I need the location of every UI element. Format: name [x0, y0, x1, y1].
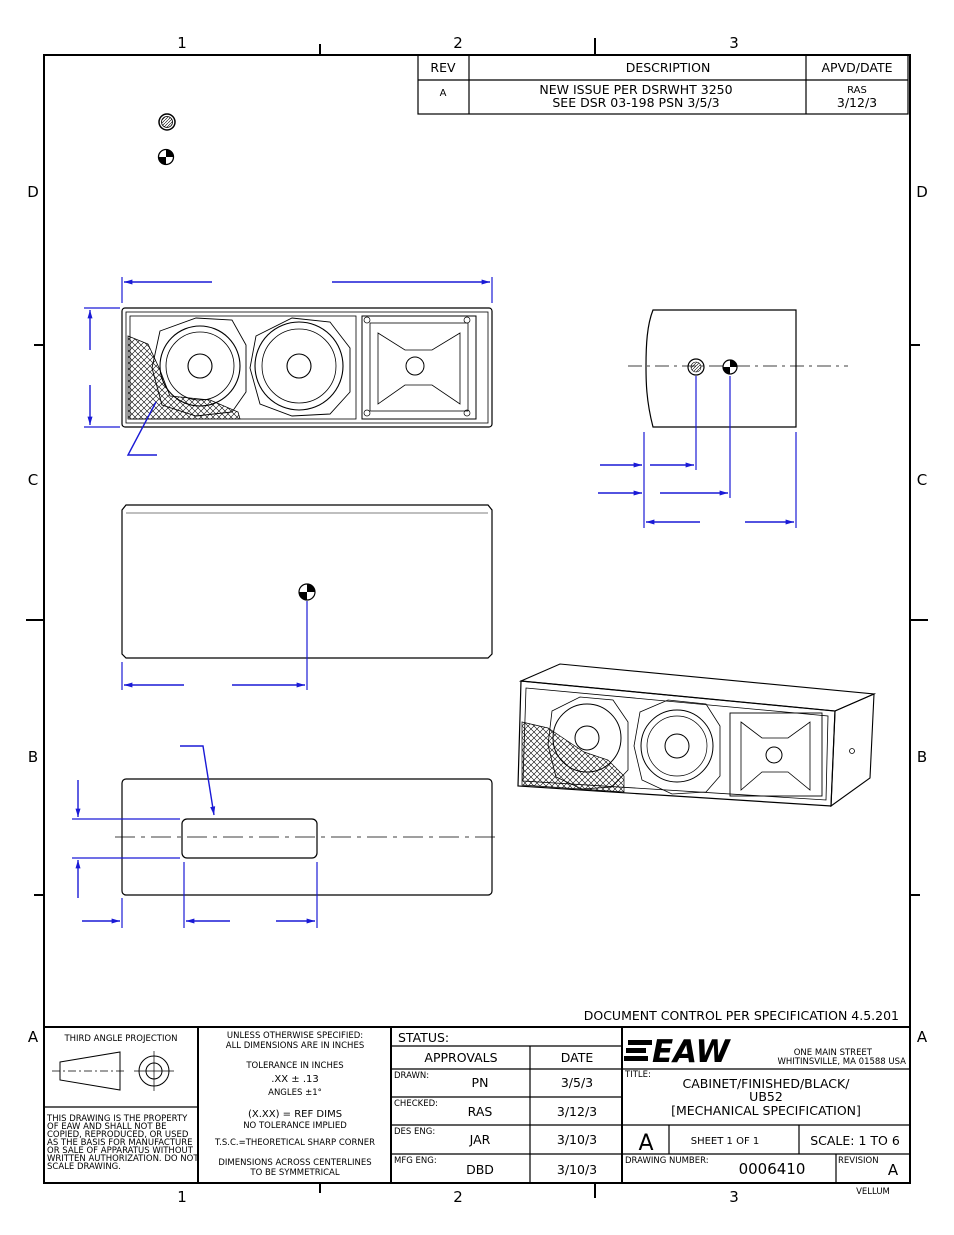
property-notice-line: OR SALE OF APPARATUS WITHOUT — [47, 1146, 194, 1156]
tolerance-line: UNLESS OTHERWISE SPECIFIED: — [227, 1031, 363, 1041]
zone-col-3-top: 3 — [729, 34, 739, 52]
property-notice-line: SCALE DRAWING. — [47, 1162, 121, 1172]
rev-header: REV — [430, 60, 456, 75]
property-notice-line: COPIED, REPRODUCED, OR USED — [47, 1130, 189, 1140]
drawing-number-label: DRAWING NUMBER: — [625, 1156, 709, 1166]
mfg-eng-name: DBD — [466, 1162, 494, 1177]
eaw-logo-text: EAW — [652, 1034, 731, 1070]
cg-side-icon — [722, 359, 738, 375]
cg-top-icon — [298, 583, 316, 601]
zone-row-a-right: A — [917, 1028, 928, 1046]
rev-approved-by: RAS — [847, 85, 867, 96]
zone-row-b-left: B — [28, 748, 38, 766]
des-eng-name: JAR — [469, 1132, 491, 1147]
top-view — [121, 504, 493, 690]
rev-description-line1: NEW ISSUE PER DSRWHT 3250 — [539, 82, 732, 97]
tolerance-line: ANGLES ±1° — [268, 1088, 322, 1098]
drawn-role: DRAWN: — [394, 1071, 429, 1081]
title-label: TITLE: — [624, 1070, 651, 1080]
property-notice-line: AS THE BASIS FOR MANUFACTURE — [47, 1138, 193, 1148]
revision-label: REVISION — [838, 1156, 879, 1166]
property-notice-line: THIS DRAWING IS THE PROPERTY — [46, 1114, 188, 1124]
side-view — [598, 309, 848, 528]
sheet-count: SHEET 1 OF 1 — [691, 1136, 760, 1147]
zone-row-d-left: D — [27, 183, 39, 201]
tolerance-line: T.S.C.=THEORETICAL SHARP CORNER — [214, 1138, 375, 1148]
drawn-date: 3/5/3 — [561, 1075, 593, 1090]
revision-value: A — [888, 1161, 899, 1179]
rev-description-line2: SEE DSR 03-198 PSN 3/5/3 — [552, 95, 719, 110]
title-line3: [MECHANICAL SPECIFICATION] — [671, 1103, 861, 1118]
projection-label: THIRD ANGLE PROJECTION — [63, 1034, 177, 1044]
document-control-note: DOCUMENT CONTROL PER SPECIFICATION 4.5.2… — [584, 1008, 899, 1023]
property-notice-line: OF EAW AND SHALL NOT BE — [47, 1122, 166, 1132]
des-eng-role: DES ENG: — [394, 1127, 435, 1137]
title-line1: CABINET/FINISHED/BLACK/ — [683, 1076, 851, 1091]
zone-row-c-right: C — [917, 471, 927, 489]
woofer-right — [249, 317, 351, 417]
rev-value: A — [440, 88, 447, 99]
zone-row-b-right: B — [917, 748, 927, 766]
hf-horn — [361, 315, 477, 420]
tolerance-line: NO TOLERANCE IMPLIED — [243, 1121, 347, 1131]
legend-symbols — [157, 113, 176, 166]
front-view — [84, 277, 493, 456]
checked-name: RAS — [468, 1104, 493, 1119]
tolerance-line: .XX ± .13 — [271, 1074, 319, 1085]
checked-role: CHECKED: — [394, 1099, 438, 1109]
address-line1: ONE MAIN STREET — [794, 1048, 873, 1058]
rev-approved-date: 3/12/3 — [837, 95, 877, 110]
zone-labels: 1 2 3 1 2 3 D C B A D C B A — [27, 34, 928, 1206]
approved-header: APVD/DATE — [822, 60, 893, 75]
zone-row-c-left: C — [28, 471, 38, 489]
media-label: VELLUM — [856, 1187, 890, 1197]
zone-row-d-right: D — [916, 183, 928, 201]
approvals-header: APPROVALS — [424, 1050, 497, 1065]
tolerance-line: ALL DIMENSIONS ARE IN INCHES — [226, 1041, 364, 1051]
zone-col-2-top: 2 — [453, 34, 463, 52]
approvals-table: STATUS: APPROVALS DATE DRAWN: PN 3/5/3 C… — [391, 1030, 622, 1183]
property-notice-line: WRITTEN AUTHORIZATION. DO NOT — [47, 1154, 199, 1164]
bottom-view — [72, 745, 496, 928]
mfg-eng-date: 3/10/3 — [557, 1162, 597, 1177]
tolerance-line: (X.XX) = REF DIMS — [248, 1109, 342, 1120]
sheet-size: A — [638, 1131, 653, 1156]
zone-col-3-bottom: 3 — [729, 1188, 739, 1206]
scale: SCALE: 1 TO 6 — [810, 1133, 900, 1148]
property-notice: THIS DRAWING IS THE PROPERTY OF EAW AND … — [46, 1114, 199, 1172]
isometric-view — [517, 663, 877, 808]
tolerance-line: DIMENSIONS ACROSS CENTERLINES — [218, 1158, 371, 1168]
tolerance-notes: UNLESS OTHERWISE SPECIFIED: ALL DIMENSIO… — [214, 1031, 375, 1178]
des-eng-date: 3/10/3 — [557, 1132, 597, 1147]
drawn-name: PN — [472, 1075, 489, 1090]
mount-point-icon — [687, 358, 705, 376]
drawing-number: 0006410 — [739, 1160, 806, 1178]
checked-date: 3/12/3 — [557, 1104, 597, 1119]
company-title-cell: EAW ONE MAIN STREET WHITINSVILLE, MA 015… — [622, 1034, 910, 1183]
title-line2: UB52 — [749, 1089, 783, 1104]
revision-block: REV DESCRIPTION APVD/DATE A NEW ISSUE PE… — [417, 54, 909, 115]
center-of-gravity-icon — [157, 148, 175, 166]
drawing-border — [26, 38, 928, 1198]
third-angle-projection-icon — [52, 1051, 174, 1091]
woofer-left — [151, 317, 247, 417]
zone-col-2-bottom: 2 — [453, 1188, 463, 1206]
description-header: DESCRIPTION — [626, 60, 711, 75]
zone-col-1-top: 1 — [177, 34, 187, 52]
zone-col-1-bottom: 1 — [177, 1188, 187, 1206]
zone-row-a-left: A — [28, 1028, 39, 1046]
title-block: THIRD ANGLE PROJECTION THIS DRAWING IS T… — [44, 1026, 910, 1197]
address-line2: WHITINSVILLE, MA 01588 USA — [777, 1057, 906, 1067]
eaw-logo: EAW — [624, 1034, 731, 1070]
tolerance-line: TOLERANCE IN INCHES — [245, 1061, 343, 1071]
status-label: STATUS: — [398, 1030, 449, 1045]
hatched-circle-icon — [158, 113, 176, 131]
mfg-eng-role: MFG ENG: — [394, 1156, 437, 1166]
date-header: DATE — [561, 1050, 594, 1065]
tolerance-line: TO BE SYMMETRICAL — [249, 1168, 339, 1178]
